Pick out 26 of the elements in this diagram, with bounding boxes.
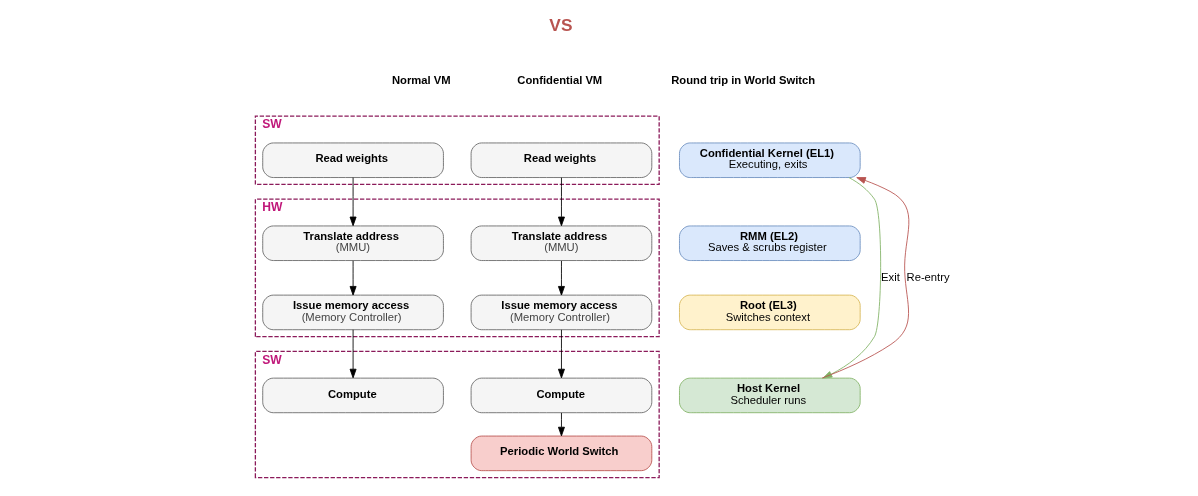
label: Round trip in World Switch — [670, 73, 815, 86]
node-box: Periodic World Switch — [470, 435, 652, 472]
arrow — [349, 329, 357, 379]
label: VS — [548, 14, 572, 35]
arrow — [557, 260, 565, 296]
node-box: Root (EL3) Switches context — [678, 294, 861, 331]
label: Confidential VM — [516, 73, 602, 86]
node-box: Read weights — [261, 142, 444, 178]
node-box: RMM (EL2) Saves & scrubs register — [678, 225, 861, 261]
node-box: Translate address (MMU) — [470, 225, 652, 261]
node-box: Confidential Kernel (EL1) Executing, exits — [678, 142, 861, 178]
label: Normal VM — [391, 73, 451, 86]
node-box: Read weights — [470, 142, 652, 178]
edge-label: Exit — [880, 270, 900, 283]
node-box: Host Kernel Scheduler runs — [678, 377, 861, 414]
node-box: Issue memory access (Memory Controller) — [261, 294, 444, 331]
arrow — [557, 329, 565, 379]
node-box: Issue memory access (Memory Controller) — [470, 294, 652, 331]
node-box: Translate address (MMU) — [261, 225, 444, 261]
edge-label: Re-entry — [906, 270, 950, 283]
arrow — [349, 177, 357, 227]
node-box: Compute — [261, 377, 444, 414]
arrow — [349, 260, 357, 296]
arrow — [557, 177, 565, 227]
node-box: Compute — [470, 377, 652, 414]
arrow — [557, 412, 565, 437]
